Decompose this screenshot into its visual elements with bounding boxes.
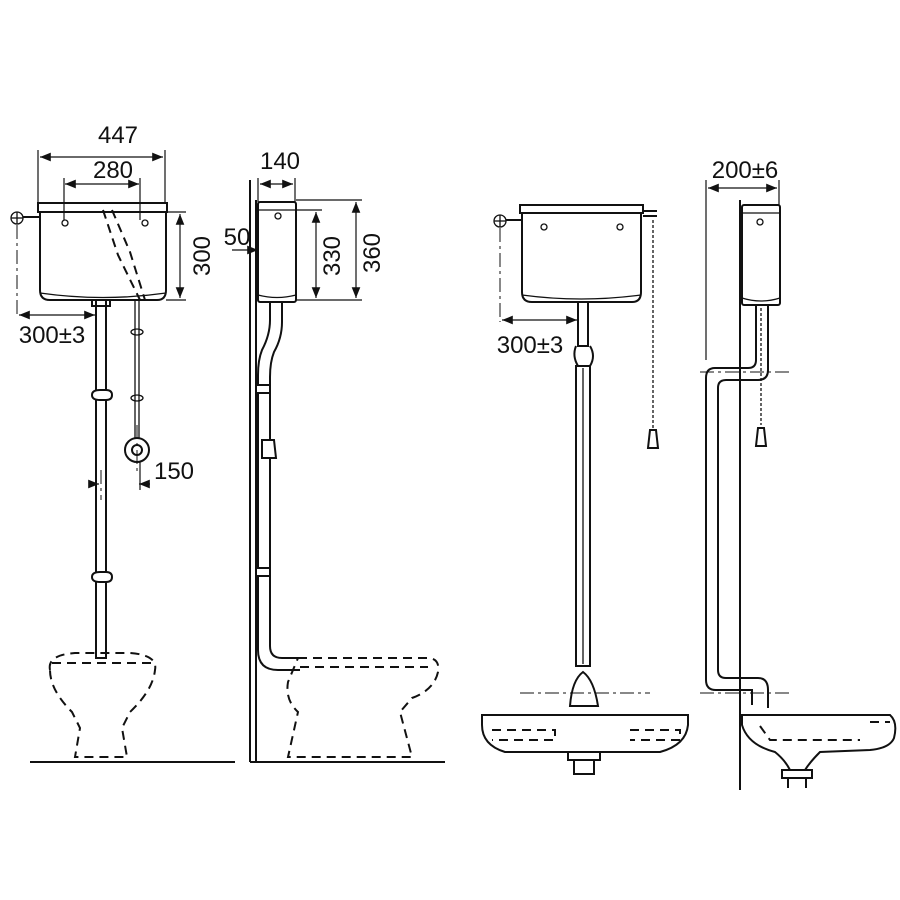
cistern-lid-basin — [519, 204, 644, 214]
wc-front-view — [10, 202, 235, 763]
cistern-basin-side — [741, 204, 781, 306]
pull-handle-basin — [646, 429, 660, 449]
flush-pipe-basin — [575, 365, 591, 667]
dimensions-front: 447 280 300 300±3 150 — [19, 122, 216, 490]
pipe-joint-basin — [573, 345, 594, 367]
pull-handle-basin-side — [754, 427, 768, 447]
flush-pipe-upper-basin — [577, 301, 589, 347]
toilet-pan-side — [286, 657, 440, 758]
pipe-holder-side — [261, 439, 278, 459]
pipe-clamp-2 — [90, 571, 114, 583]
dim-basin-tank-depth: 200±6 — [712, 157, 779, 184]
wc-side-view — [249, 180, 445, 763]
dim-bracket-offset-front: 300±3 — [19, 322, 86, 349]
fixing-hole-right — [141, 219, 149, 227]
dim-tank-depth: 140 — [260, 148, 300, 175]
dim-total-height: 360 — [359, 233, 386, 273]
lever-dashed — [102, 209, 141, 301]
dim-pipe-offset: 150 — [154, 458, 194, 485]
basin-side — [741, 714, 897, 771]
dim-tank-height: 300 — [189, 236, 216, 276]
fixing-hole-left — [61, 219, 69, 227]
dim-hole-spacing: 280 — [93, 157, 133, 184]
basin-front — [481, 714, 689, 753]
dim-bracket-offset-basin: 300±3 — [497, 332, 564, 359]
basin-side-view — [700, 200, 897, 790]
cistern-base-front — [39, 292, 167, 299]
spray-head-basin — [568, 670, 600, 707]
pipe-clamp-1 — [90, 389, 114, 401]
flush-pipe-basin-side-inner — [717, 305, 769, 708]
dim-tank-width: 447 — [98, 122, 138, 149]
toilet-pan-front — [48, 652, 157, 758]
cistern-side — [257, 201, 297, 303]
flush-pipe-basin-side — [705, 305, 757, 705]
dim-inlet-height: 50 — [224, 224, 251, 251]
dim-inner-height: 330 — [319, 236, 346, 276]
dimensions-side: 140 50 330 360 — [224, 148, 386, 301]
dimensions-basin-side: 200±6 — [705, 157, 780, 360]
dimensions-basin-front: 300±3 — [497, 315, 577, 359]
flush-pipe-side — [257, 302, 300, 671]
lever-dashed-2 — [111, 209, 146, 301]
basin-front-view — [481, 204, 689, 775]
